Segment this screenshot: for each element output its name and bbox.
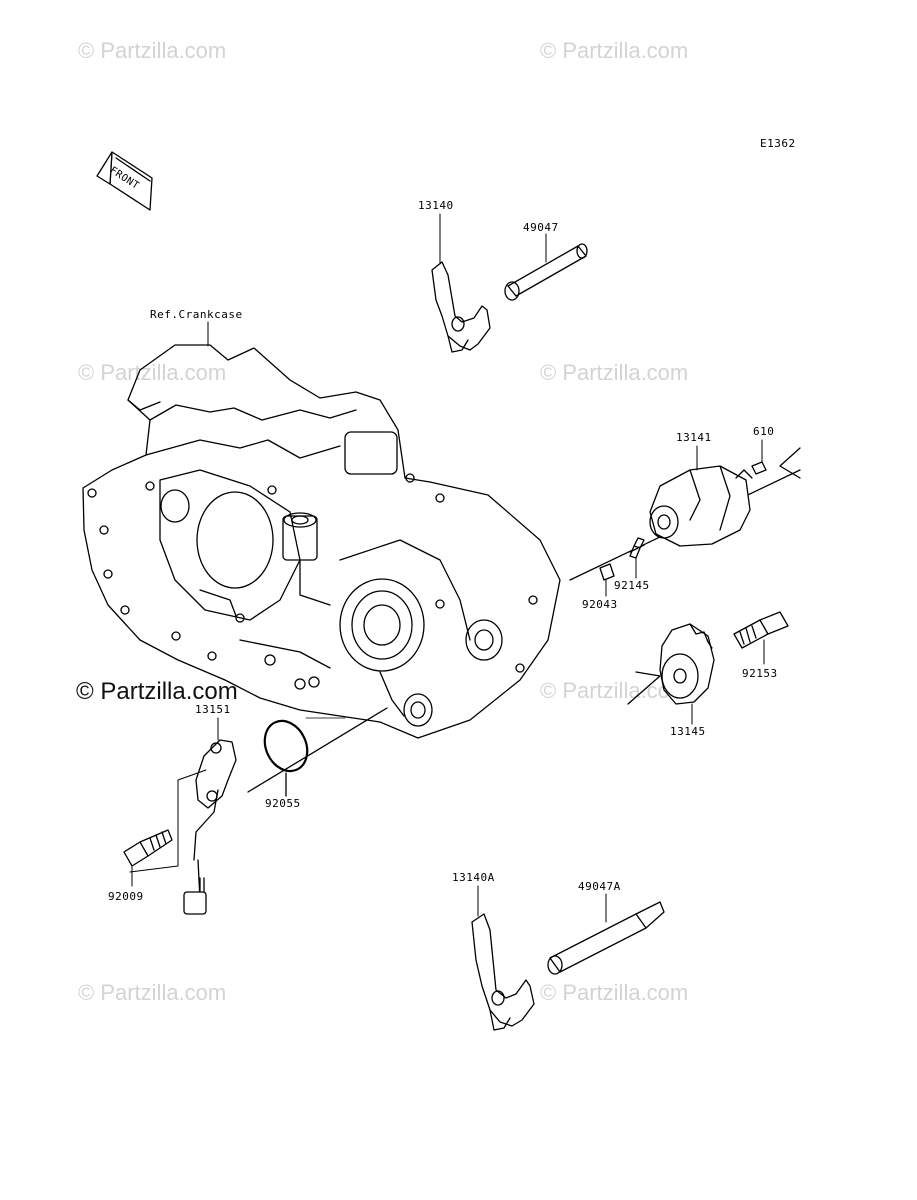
part-label-92009[interactable]: 92009 — [108, 890, 144, 903]
shift-fork-shaft-49047 — [504, 243, 588, 301]
bolt-92153 — [733, 611, 789, 649]
diagram-code: E1362 — [760, 137, 796, 150]
part-label-92043[interactable]: 92043 — [582, 598, 618, 611]
watermark: © Partzilla.com — [540, 38, 689, 63]
part-label-13140[interactable]: 13140 — [418, 199, 454, 212]
front-arrow-icon — [96, 151, 153, 211]
watermark: © Partzilla.com — [78, 38, 227, 63]
part-label-49047A[interactable]: 49047A — [578, 880, 621, 893]
part-label-49047[interactable]: 49047 — [523, 221, 559, 234]
part-label-13145[interactable]: 13145 — [670, 725, 706, 738]
watermark: © Partzilla.com — [540, 360, 689, 385]
shift-fork-13140 — [431, 261, 491, 353]
shift-cam-13145 — [659, 623, 715, 705]
crankcase-outline — [82, 344, 561, 739]
part-label-92145[interactable]: 92145 — [614, 579, 650, 592]
pin-92043 — [599, 563, 615, 581]
watermark: © Partzilla.com — [540, 980, 689, 1005]
watermark-main: © Partzilla.com — [76, 678, 238, 705]
watermark: © Partzilla.com — [78, 360, 227, 385]
part-label-13141[interactable]: 13141 — [676, 431, 712, 444]
shift-fork-13140A — [471, 913, 535, 1031]
o-ring-92055 — [263, 719, 309, 773]
watermark: © Partzilla.com — [78, 980, 227, 1005]
part-label-92153[interactable]: 92153 — [742, 667, 778, 680]
part-label-92055[interactable]: 92055 — [265, 797, 301, 810]
crankcase-reference-label: Ref.Crankcase — [150, 308, 243, 321]
gear-position-switch-13151 — [183, 739, 237, 915]
screw-92009 — [123, 829, 173, 867]
shift-fork-shaft-49047A — [547, 901, 665, 975]
part-label-13151[interactable]: 13151 — [195, 703, 231, 716]
part-label-13140A[interactable]: 13140A — [452, 871, 495, 884]
spring-92145 — [629, 537, 645, 559]
shift-drum-13141 — [649, 465, 753, 547]
part-label-610[interactable]: 610 — [753, 425, 775, 438]
pin-610 — [751, 461, 767, 475]
